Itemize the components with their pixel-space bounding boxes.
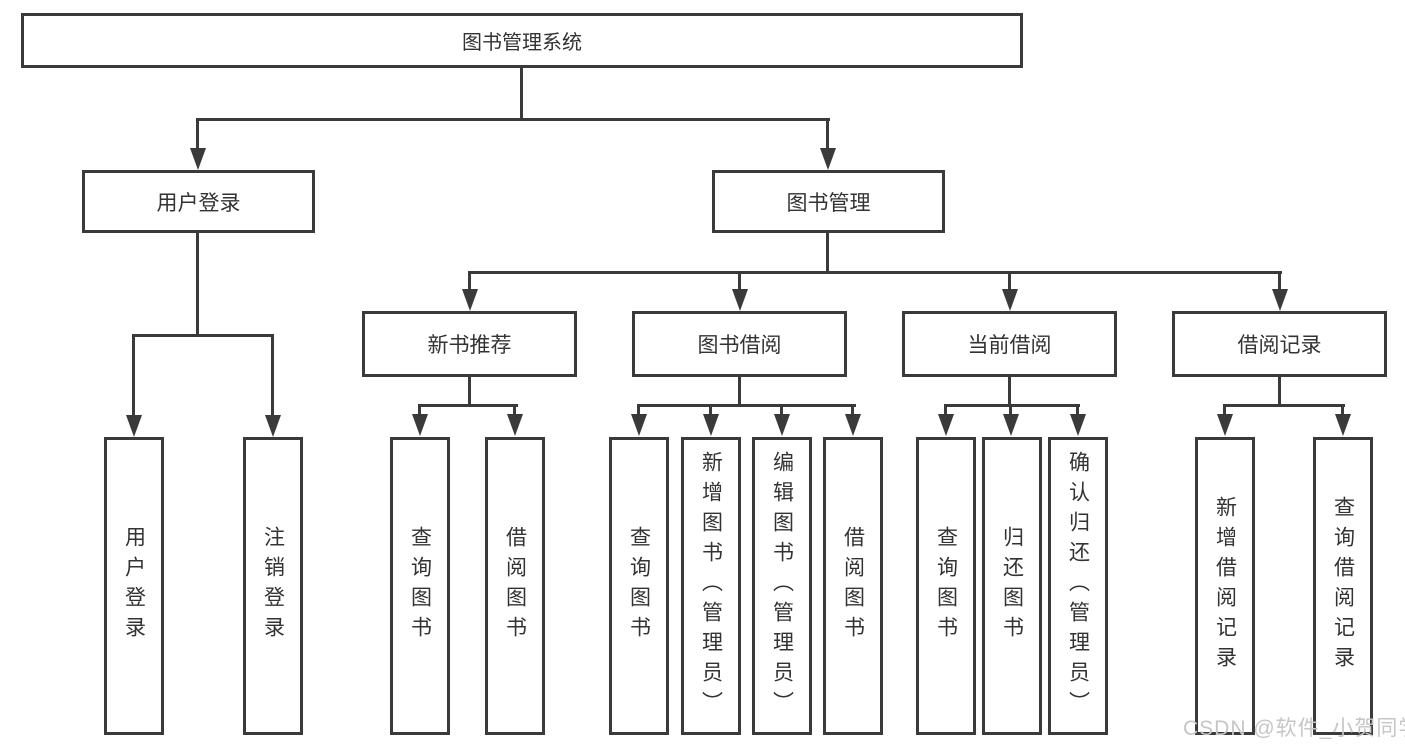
connector-stem (1008, 376, 1011, 407)
leaf-query-books-current: 查询图书 (916, 437, 976, 735)
connector-drop (851, 404, 854, 418)
arrowhead-down-icon (774, 414, 790, 436)
connector-bar (418, 404, 518, 407)
arrowhead-down-icon (1335, 414, 1351, 436)
connector-drop (1278, 271, 1281, 294)
arrowhead-down-icon (703, 414, 719, 436)
connector-drop (1223, 404, 1226, 418)
connector-drop (418, 404, 421, 418)
node-new-book-recommend: 新书推荐 (362, 311, 577, 377)
leaf-user-login: 用户登录 (104, 437, 164, 735)
node-label: 查询图书 (408, 526, 432, 646)
arrowhead-down-icon (412, 414, 428, 436)
connector-drop (1341, 404, 1344, 418)
connector-drop (709, 404, 712, 418)
node-label: 图书管理 (786, 191, 871, 215)
connector-drop (738, 271, 741, 294)
node-label: 编辑图书（管理员） (770, 451, 794, 721)
node-label: 用户登录 (122, 526, 146, 646)
connector-drop (271, 334, 274, 418)
leaf-query-borrow-record: 查询借阅记录 (1313, 437, 1373, 735)
node-root-library-system: 图书管理系统 (21, 13, 1023, 68)
leaf-edit-book-admin: 编辑图书（管理员） (752, 437, 812, 735)
leaf-add-borrow-record: 新增借阅记录 (1195, 437, 1255, 735)
node-label: 借阅记录 (1237, 334, 1322, 357)
connector-drop (132, 334, 135, 418)
node-label: 借阅图书 (841, 526, 865, 646)
node-label: 新增图书（管理员） (699, 451, 723, 721)
connector-root-stem (520, 67, 523, 121)
arrowhead-down-icon (126, 415, 142, 437)
node-label: 图书管理系统 (462, 32, 582, 54)
connector-drop (637, 404, 640, 418)
connector-stem (1278, 376, 1281, 407)
leaf-return-book: 归还图书 (982, 437, 1042, 735)
arrowhead-down-icon (938, 414, 954, 436)
leaf-query-books-recommend: 查询图书 (390, 437, 450, 735)
csdn-watermark: CSDN @软件_小贺同学 (1183, 717, 1405, 740)
arrowhead-down-icon (1217, 414, 1233, 436)
node-user-login: 用户登录 (82, 170, 315, 233)
connector-stem (826, 231, 829, 274)
leaf-add-book-admin: 新增图书（管理员） (681, 437, 741, 735)
arrowhead-down-icon (631, 414, 647, 436)
connector-bar (637, 404, 856, 407)
connector-drop (1009, 404, 1012, 418)
arrowhead-down-icon (1002, 289, 1018, 311)
arrowhead-down-icon (265, 415, 281, 437)
arrowhead-down-icon (190, 148, 206, 170)
connector-bar (468, 271, 1282, 274)
node-label: 查询图书 (934, 526, 958, 646)
node-label: 确认归还（管理员） (1066, 451, 1090, 721)
node-book-management: 图书管理 (712, 170, 945, 233)
arrowhead-down-icon (1003, 414, 1019, 436)
connector-drop (944, 404, 947, 418)
node-label: 图书借阅 (697, 334, 782, 357)
arrowhead-down-icon (732, 289, 748, 311)
leaf-borrow-books-recommend: 借阅图书 (485, 437, 545, 735)
node-label: 查询图书 (627, 526, 651, 646)
connector-stem (468, 376, 471, 407)
arrowhead-down-icon (1070, 414, 1086, 436)
connector-bar (132, 334, 274, 337)
node-current-borrowing: 当前借阅 (902, 311, 1117, 377)
connector-stem (196, 231, 199, 337)
leaf-borrow-books-borrowing: 借阅图书 (823, 437, 883, 735)
connector-bar (1223, 404, 1345, 407)
leaf-logout: 注销登录 (243, 437, 303, 735)
node-borrowing-records: 借阅记录 (1172, 311, 1387, 377)
arrowhead-down-icon (462, 289, 478, 311)
node-label: 新增借阅记录 (1213, 496, 1237, 676)
arrowhead-down-icon (845, 414, 861, 436)
connector-bar (944, 404, 1080, 407)
node-label: 借阅图书 (503, 526, 527, 646)
node-label: 归还图书 (1000, 526, 1024, 646)
connector-root-bar (196, 118, 830, 121)
connector-stem (738, 376, 741, 407)
node-label: 用户登录 (156, 191, 241, 215)
arrowhead-down-icon (820, 148, 836, 170)
connector-drop (468, 271, 471, 294)
node-label: 查询借阅记录 (1331, 496, 1355, 676)
arrowhead-down-icon (1272, 289, 1288, 311)
connector-drop (780, 404, 783, 418)
node-label: 注销登录 (261, 526, 285, 646)
node-label: 新书推荐 (427, 334, 512, 357)
leaf-query-books-borrowing: 查询图书 (609, 437, 669, 735)
connector-drop (826, 118, 829, 154)
connector-drop (513, 404, 516, 418)
connector-drop (1076, 404, 1079, 418)
arrowhead-down-icon (507, 414, 523, 436)
node-book-borrowing: 图书借阅 (632, 311, 847, 377)
connector-drop (196, 118, 199, 154)
leaf-confirm-return-admin: 确认归还（管理员） (1048, 437, 1108, 735)
node-label: 当前借阅 (967, 334, 1052, 357)
connector-drop (1008, 271, 1011, 294)
